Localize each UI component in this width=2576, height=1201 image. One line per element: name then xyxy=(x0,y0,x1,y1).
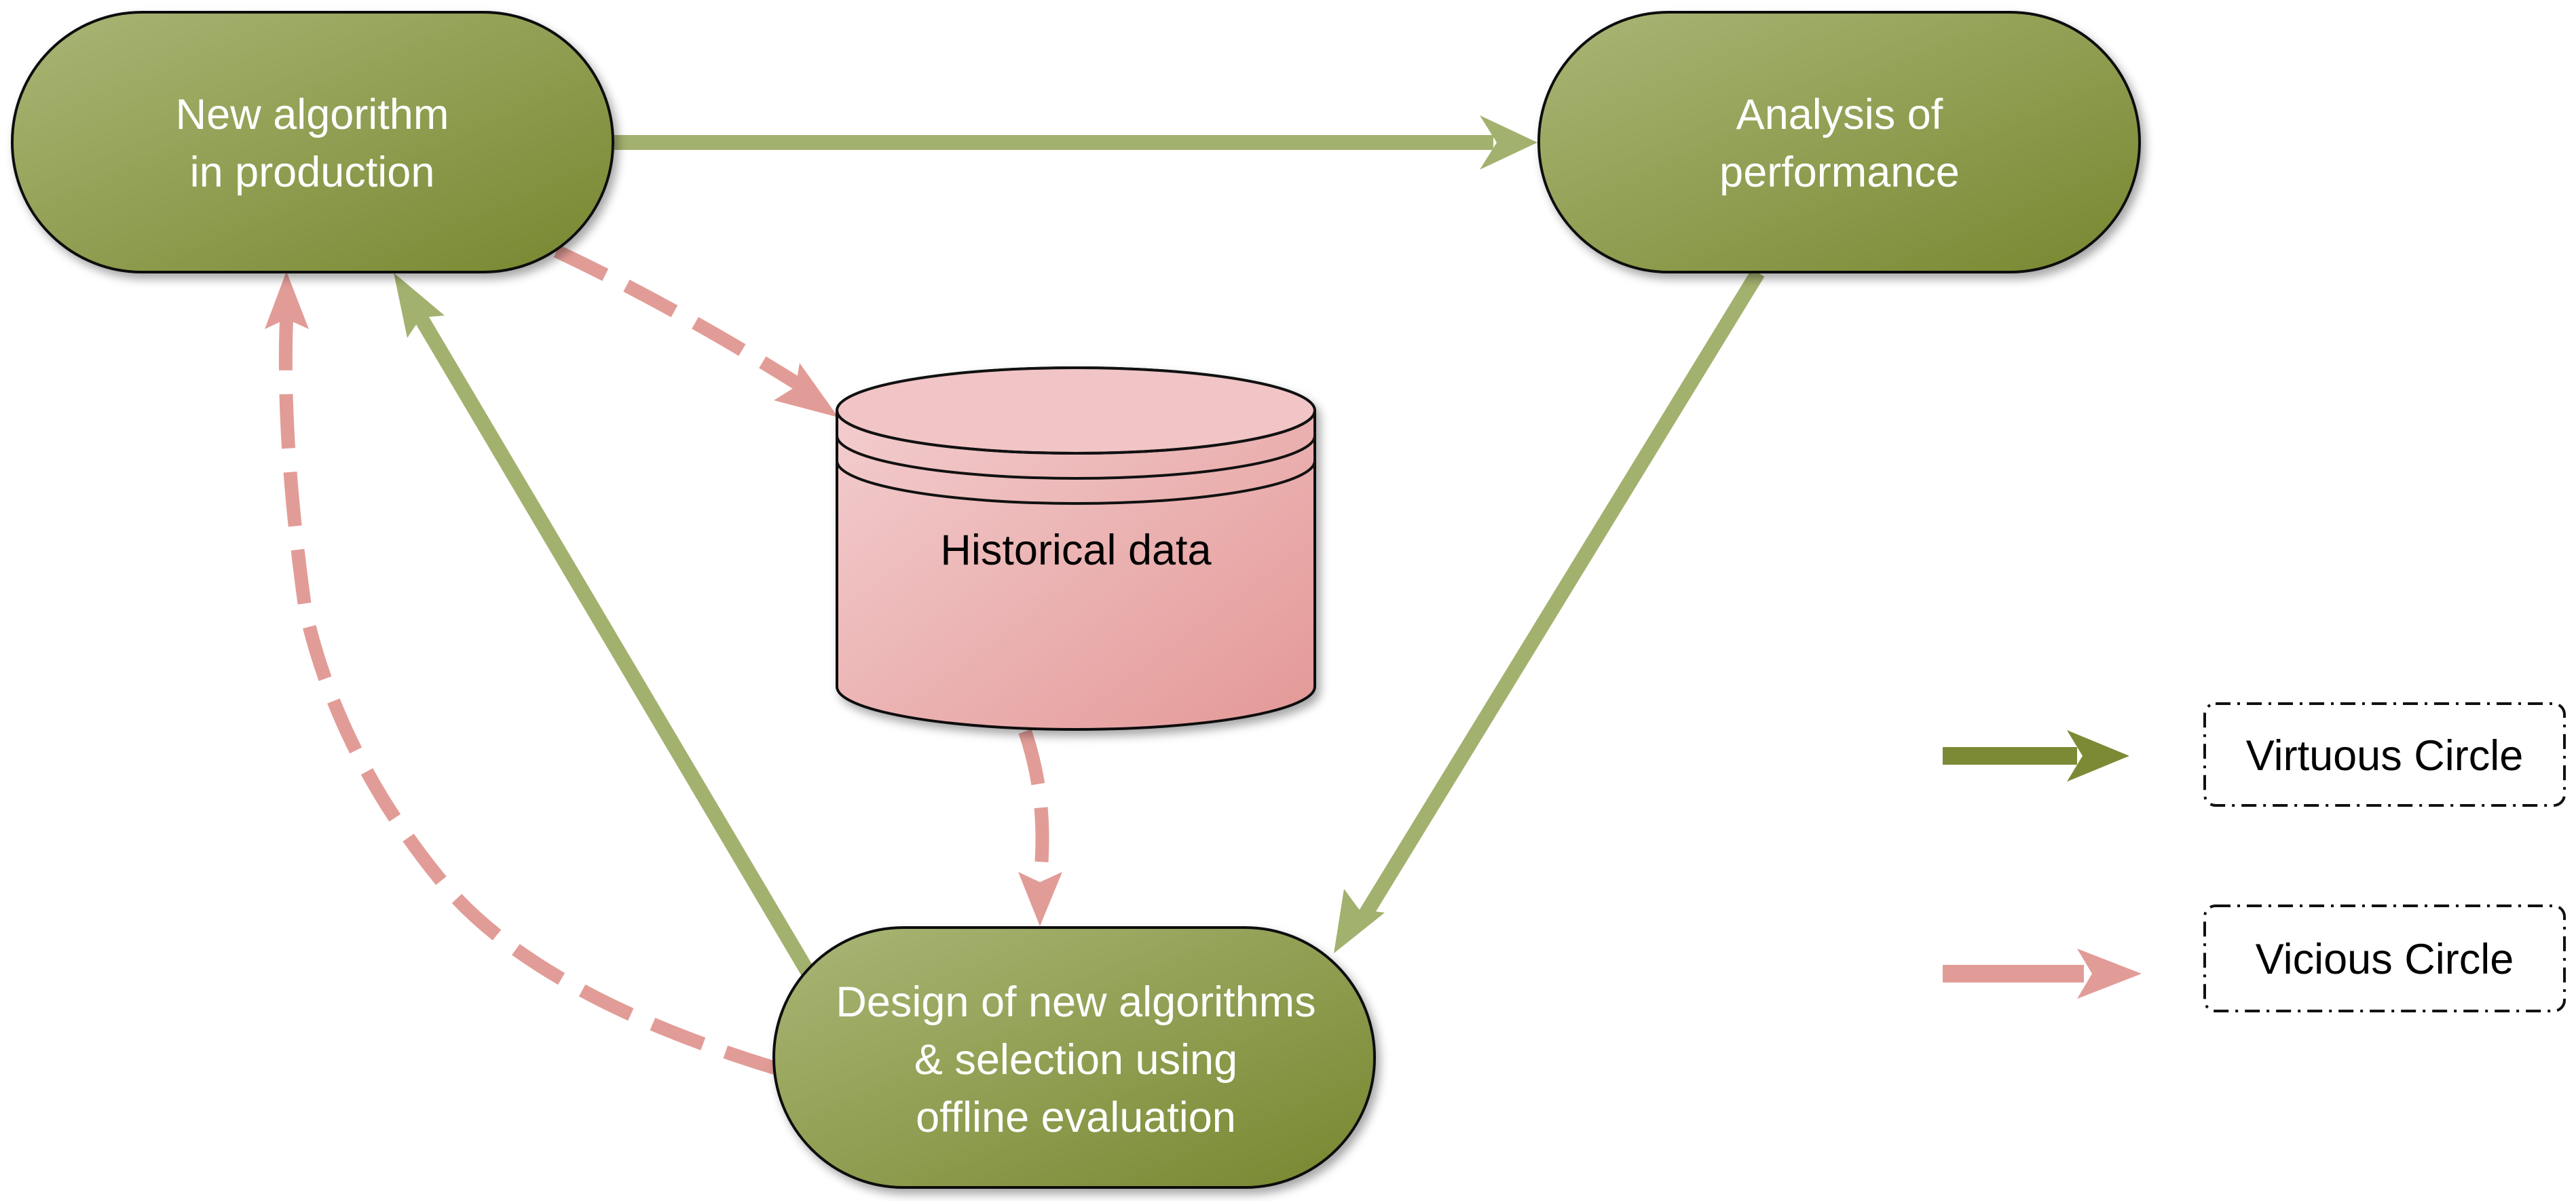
arrow-head-icon xyxy=(774,363,838,417)
arrow-design-to-production xyxy=(411,308,815,976)
virtuous-arrows xyxy=(394,115,1765,976)
arrow-head-icon xyxy=(1334,889,1385,953)
arrow-head-icon xyxy=(265,271,309,329)
database-rings xyxy=(836,366,1316,505)
arrow-right-icon xyxy=(2067,730,2129,782)
legend: Virtuous Circle Vicious Circle xyxy=(1943,702,2566,1012)
legend-virtuous-box xyxy=(2203,702,2566,807)
node-production-line2: in production xyxy=(190,149,435,196)
arrow-head-icon xyxy=(1480,115,1537,170)
node-analysis-line1: Analysis of xyxy=(1736,91,1943,138)
node-new-algorithm-in-production xyxy=(11,11,614,273)
node-analysis-of-performance xyxy=(1537,11,2141,273)
arrow-historical-to-design xyxy=(1018,729,1049,883)
node-design-line2: & selection using xyxy=(914,1036,1237,1084)
node-production-line1: New algorithm xyxy=(176,91,449,138)
node-design-line1: Design of new algorithms xyxy=(836,978,1315,1026)
node-design-line3: offline evaluation xyxy=(916,1094,1236,1141)
legend-vicious-label: Vicious Circle xyxy=(2256,936,2514,983)
arrow-head-icon xyxy=(1018,872,1062,926)
historical-data-label: Historical data xyxy=(940,527,1212,574)
arrow-production-to-historical xyxy=(553,244,812,396)
arrow-analysis-to-design xyxy=(1358,269,1765,920)
legend-vicious-box xyxy=(2203,904,2566,1012)
arrow-right-icon xyxy=(2077,949,2142,999)
arrow-head-icon xyxy=(394,273,445,338)
arrow-design-to-production-vicious xyxy=(278,318,779,1075)
vicious-arrows xyxy=(265,244,1062,1075)
node-analysis-line2: performance xyxy=(1719,149,1960,196)
legend-virtuous-label: Virtuous Circle xyxy=(2246,732,2524,780)
node-design-of-new-algorithms xyxy=(772,926,1376,1189)
